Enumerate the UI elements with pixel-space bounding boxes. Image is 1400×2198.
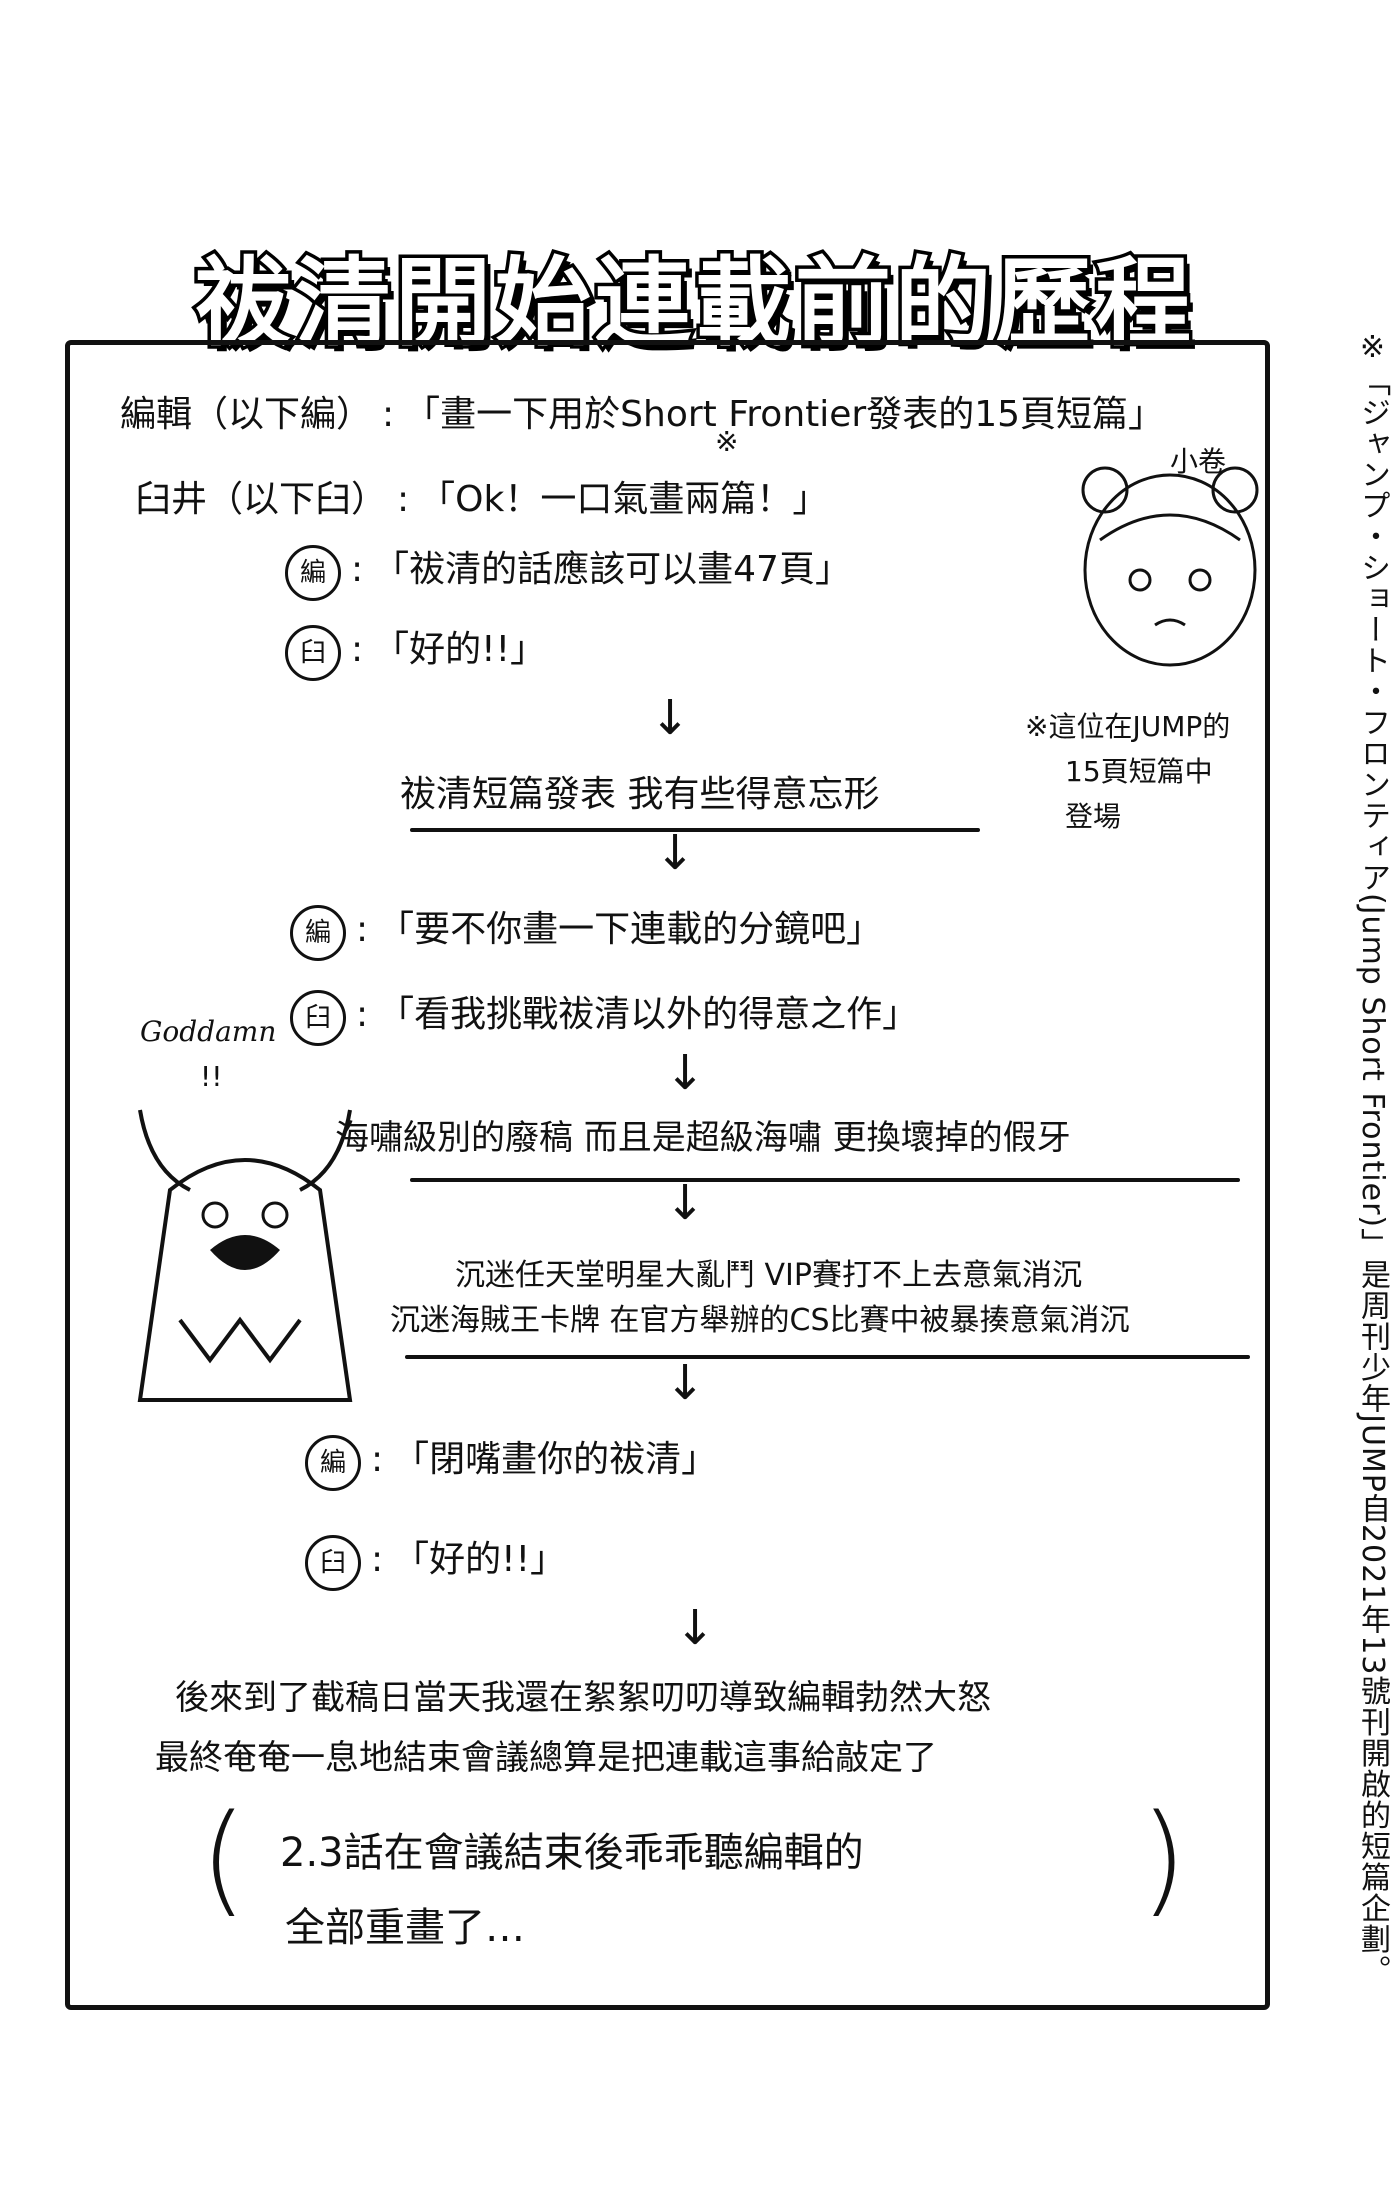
- character-name: 小卷: [1170, 445, 1227, 478]
- dialogue-line-5: 編:「要不你畫一下連載的分鏡吧」: [290, 900, 882, 961]
- conclusion-line-1: 後來到了截稿日當天我還在絮絮叨叨導致編輯勃然大怒: [175, 1678, 991, 1718]
- dialogue-line-7: 編:「閉嘴畫你的祓清」: [305, 1430, 717, 1491]
- arrow-down-icon: ↓: [675, 1600, 716, 1656]
- character-note-3: 登場: [1065, 800, 1122, 833]
- usui-badge: 臼: [285, 625, 341, 681]
- left-paren: (: [200, 1790, 247, 1929]
- dialogue-text: 「要不你畫一下連載的分鏡吧」: [378, 909, 883, 950]
- aside-line-2: 全部重畫了…: [285, 1905, 525, 1951]
- arrow-down-icon: ↓: [665, 1175, 706, 1231]
- usui-badge: 臼: [305, 1535, 361, 1591]
- dialogue-text: 「看我挑戰祓清以外的得意之作」: [378, 994, 919, 1035]
- dialogue-line-1: 編輯（以下編）:「畫一下用於Short Frontier發表的15頁短篇」: [120, 394, 1165, 435]
- dialogue-line-2: 臼井（以下臼）:「Ok！一口氣畫兩篇！」: [135, 479, 829, 520]
- monster-illustration: [120, 1090, 370, 1410]
- step-3-line-1: 沉迷任天堂明星大亂鬥 VIP賽打不上去意氣消沉: [455, 1258, 1082, 1293]
- step-1: 祓清短篇發表 我有些得意忘形: [400, 774, 880, 815]
- dialogue-line-4: 臼:「好的!!」: [285, 620, 546, 681]
- character-note-2: 15頁短篇中: [1065, 755, 1213, 788]
- horned-monster-icon: [137, 1109, 353, 1402]
- content-frame: [65, 340, 1270, 2010]
- dialogue-text: 「好的!!」: [373, 629, 547, 670]
- dialogue-line-8: 臼:「好的!!」: [305, 1530, 566, 1591]
- editor-badge: 編: [285, 545, 341, 601]
- divider: [410, 828, 980, 832]
- usui-badge: 臼: [290, 990, 346, 1046]
- arrow-down-icon: ↓: [650, 690, 691, 746]
- dialogue-text: 「Ok！一口氣畫兩篇！」: [419, 479, 829, 520]
- dialogue-text: 「畫一下用於Short Frontier發表的15頁短篇」: [404, 394, 1165, 435]
- editor-badge: 編: [305, 1435, 361, 1491]
- arrow-down-icon: ↓: [655, 825, 696, 881]
- editor-badge: 編: [290, 905, 346, 961]
- dialogue-text: 「祓清的話應該可以畫47頁」: [373, 549, 851, 590]
- divider: [405, 1355, 1250, 1359]
- dialogue-text: 「閉嘴畫你的祓清」: [393, 1439, 718, 1480]
- character-kokan-illustration: [1060, 450, 1280, 680]
- conclusion-line-2: 最終奄奄一息地結束會議總算是把連載這事給敲定了: [155, 1738, 937, 1778]
- character-note-1: ※這位在JUMP的: [1025, 710, 1231, 743]
- step-2: 海嘯級別的廢稿 而且是超級海嘯 更換壞掉的假牙: [335, 1118, 1071, 1158]
- speaker-usui: 臼井（以下臼）: [135, 479, 388, 520]
- dialogue-line-3: 編:「祓清的話應該可以畫47頁」: [285, 540, 851, 601]
- dialogue-text: 「好的!!」: [393, 1539, 567, 1580]
- monster-exclamation: Goddamn: [140, 1015, 277, 1048]
- arrow-down-icon: ↓: [665, 1355, 706, 1411]
- divider: [410, 1178, 1240, 1182]
- arrow-down-icon: ↓: [665, 1045, 706, 1101]
- speaker-editor: 編輯（以下編）: [120, 394, 373, 435]
- side-note-vertical: ※「ジャンプ・ショート・フロンティア(Jump Short Frontier)」…: [1355, 330, 1390, 1986]
- dialogue-line-6: 臼:「看我挑戰祓清以外的得意之作」: [290, 985, 918, 1046]
- girl-face-icon: [1081, 466, 1259, 667]
- right-paren: ): [1140, 1790, 1187, 1929]
- monster-bang: !!: [200, 1060, 223, 1093]
- step-3-line-2: 沉迷海賊王卡牌 在官方舉辦的CS比賽中被暴揍意氣消沉: [390, 1303, 1130, 1338]
- aside-line-1: 2.3話在會議結束後乖乖聽編輯的: [280, 1830, 864, 1876]
- note-mark: ※: [715, 425, 739, 458]
